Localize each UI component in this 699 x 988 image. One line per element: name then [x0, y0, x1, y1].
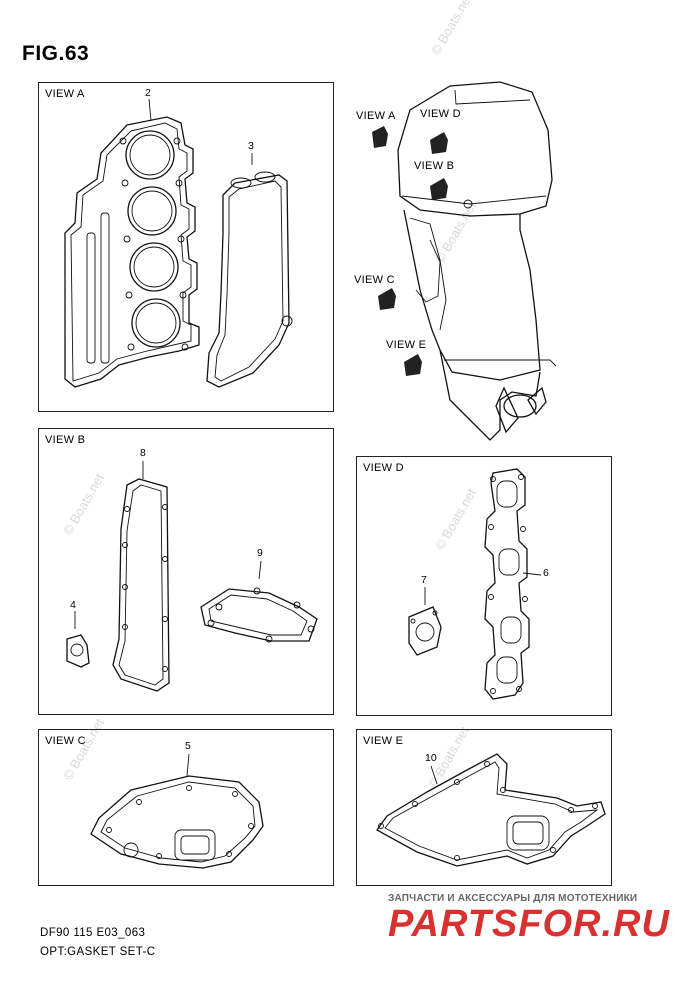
panel-label: VIEW A [45, 88, 85, 100]
watermark: © Boats.net [428, 0, 476, 58]
model-code: DF90 115 E03_063 [40, 927, 146, 939]
gaskets-view-b-diagram [66, 461, 318, 692]
panel-view-a: VIEW A 2 3 [38, 82, 334, 412]
engine-label-view-c: VIEW C [354, 274, 395, 286]
callout-2: 2 [145, 87, 151, 99]
cylinder-head-gasket-diagram [64, 98, 293, 388]
engine-label-view-e: VIEW E [386, 339, 427, 351]
callout-9: 9 [257, 547, 263, 559]
panel-label: VIEW D [363, 462, 404, 474]
callout-5: 5 [185, 740, 191, 752]
figure-title: FIG.63 [22, 42, 90, 65]
engine-label-view-d: VIEW D [420, 108, 461, 120]
panel-view-e: VIEW E 10 [356, 729, 612, 886]
engine-label-view-a: VIEW A [356, 110, 396, 122]
callout-7: 7 [421, 574, 427, 586]
panel-label: VIEW C [45, 735, 86, 747]
shop-tagline: ЗАПЧАСТИ И АКСЕССУАРЫ ДЛЯ МОТОТЕХНИКИ [388, 893, 638, 904]
panel-label: VIEW B [45, 434, 86, 446]
panel-view-c: VIEW C 5 [38, 729, 334, 886]
callout-6: 6 [543, 567, 549, 579]
panel-label: VIEW E [363, 735, 404, 747]
callout-10: 10 [425, 752, 437, 764]
panel-view-b: VIEW B 8 9 4 [38, 428, 334, 715]
callout-8: 8 [140, 447, 146, 459]
panel-view-d: VIEW D 7 6 [356, 456, 612, 716]
callout-4: 4 [70, 599, 76, 611]
shop-logo: PARTSFOR.RU [388, 903, 670, 945]
engine-label-view-b: VIEW B [414, 160, 455, 172]
watermark: © Boats.net [432, 199, 480, 266]
intake-manifold-gasket-diagram [408, 468, 542, 700]
gasket-view-e-diagram [376, 753, 606, 867]
set-title: OPT:GASKET SET-C [40, 946, 156, 958]
gasket-view-c-diagram [90, 753, 264, 869]
callout-3: 3 [248, 140, 254, 152]
